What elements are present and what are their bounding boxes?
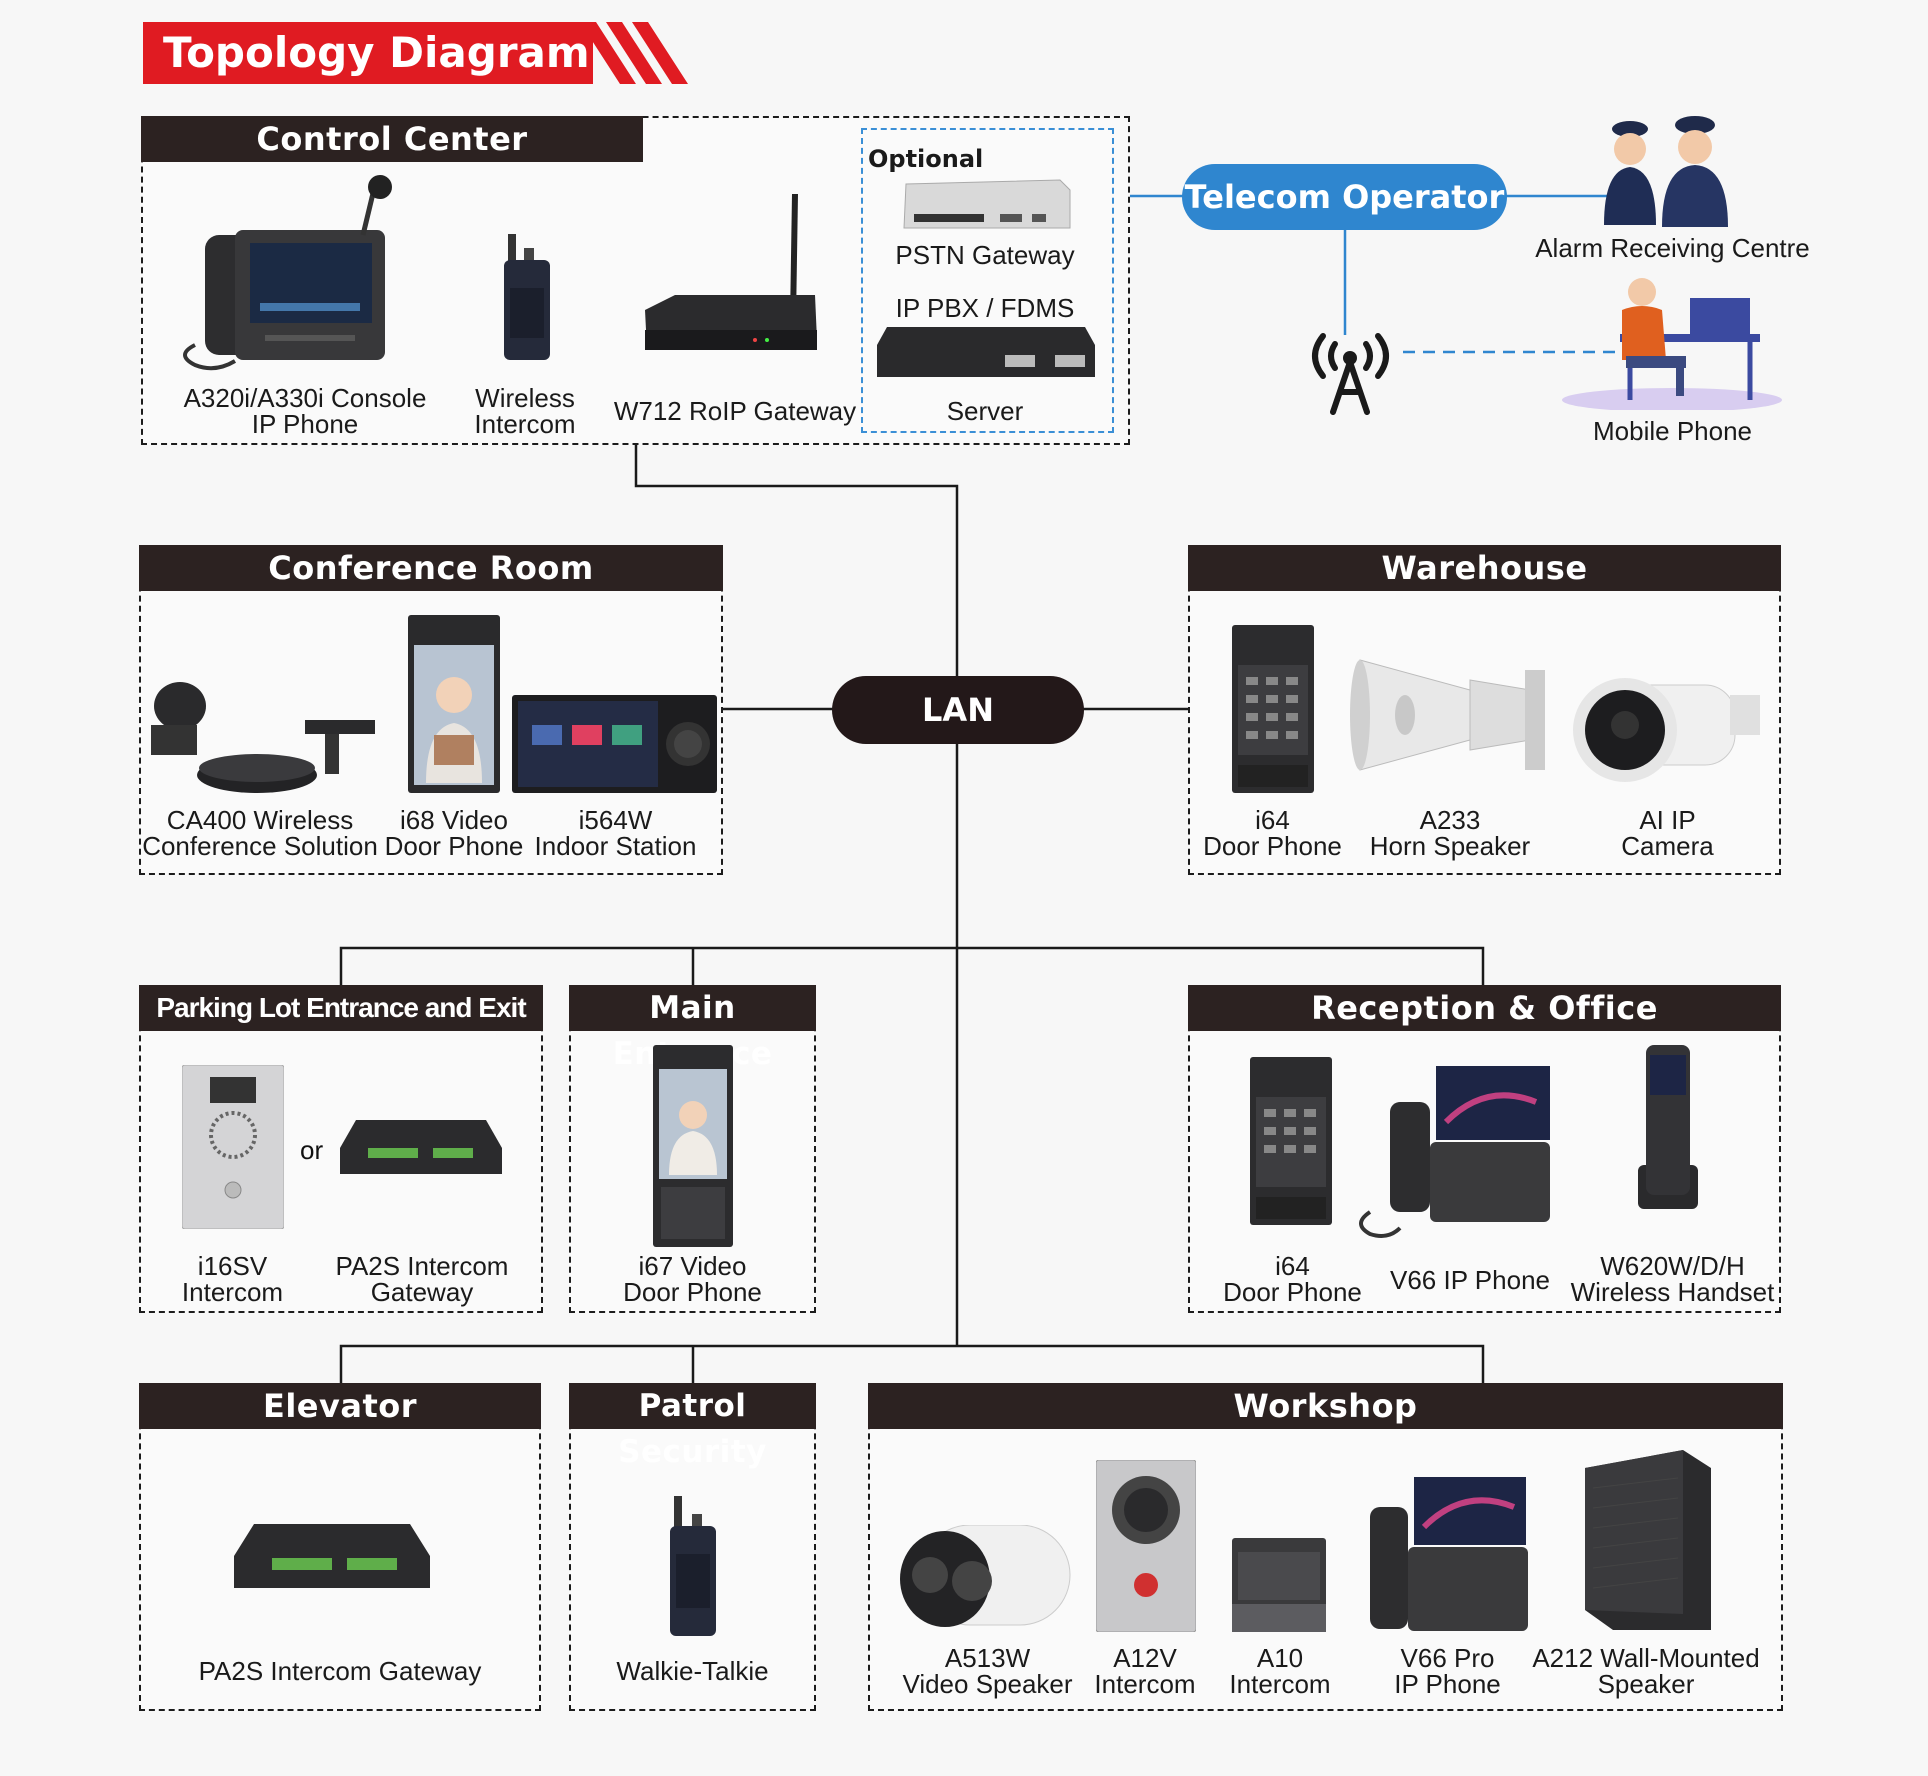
conference-room-header: Conference Room [139, 545, 723, 591]
wireless-handset-icon [1628, 1045, 1708, 1215]
walkie-talkie-label: Walkie-Talkie [590, 1658, 795, 1684]
walkie-talkie-icon [664, 1492, 724, 1640]
v66-ip-phone-icon [1350, 1062, 1555, 1242]
page-title: Topology Diagram [143, 22, 593, 84]
elevator-header: Elevator [139, 1383, 541, 1429]
server-label: Server [880, 398, 1090, 424]
parking-lot-header: Parking Lot Entrance and Exit [139, 985, 543, 1031]
video-speaker-icon [900, 1525, 1078, 1633]
v66-pro-ip-phone-icon [1368, 1477, 1530, 1633]
ai-ip-camera-icon [1570, 665, 1765, 790]
telecom-operator-pill: Telecom Operator [1182, 164, 1507, 230]
conference-solution-icon [145, 680, 375, 795]
alarm-centre-label: Alarm Receiving Centre [1530, 235, 1815, 261]
reception-i64-icon [1250, 1057, 1332, 1225]
roip-gateway-label: W712 RoIP Gateway [610, 398, 860, 424]
a10-intercom-icon [1232, 1538, 1326, 1632]
elevator-pa2s-gateway-label: PA2S Intercom Gateway [180, 1658, 500, 1684]
roip-gateway-icon [635, 190, 825, 370]
wireless-intercom-icon [498, 230, 558, 370]
warehouse-header: Warehouse [1188, 545, 1781, 591]
optional-label: Optional [868, 146, 983, 172]
title-stripes-decoration [580, 22, 690, 84]
main-entrance-header: Main Entrance [569, 985, 816, 1031]
a12v-intercom-icon [1096, 1460, 1196, 1632]
pstn-gateway-label: PSTN Gateway [880, 242, 1090, 268]
lan-hub: LAN [832, 676, 1084, 744]
i67-door-phone-icon [653, 1045, 733, 1247]
mobile-phone-user-icon [1560, 260, 1785, 410]
i564w-indoor-station-icon [512, 695, 717, 793]
control-center-header: Control Center [141, 116, 643, 162]
wall-mounted-speaker-icon [1583, 1448, 1713, 1633]
i68-door-phone-icon [408, 615, 500, 793]
v66-ip-phone-label: V66 IP Phone [1380, 1267, 1560, 1293]
i64-door-phone-icon [1232, 625, 1314, 793]
elevator-pa2s-gateway-icon [232, 1522, 432, 1592]
optional-box [861, 128, 1114, 433]
alarm-centre-officers-icon [1600, 115, 1750, 230]
pstn-gateway-icon [900, 176, 1075, 232]
or-text: or [300, 1135, 323, 1166]
reception-office-header: Reception & Office [1188, 985, 1781, 1031]
server-icon [875, 325, 1097, 379]
patrol-security-header: Patrol Security [569, 1383, 816, 1429]
pa2s-gateway-icon [338, 1118, 503, 1178]
ip-pbx-label: IP PBX / FDMS [880, 295, 1090, 321]
horn-speaker-icon [1350, 650, 1555, 780]
console-ip-phone-icon [165, 175, 405, 375]
cell-tower-icon [1303, 322, 1398, 417]
workshop-header: Workshop [868, 1383, 1783, 1429]
mobile-phone-label: Mobile Phone [1560, 418, 1785, 444]
i16sv-intercom-icon [182, 1065, 284, 1229]
